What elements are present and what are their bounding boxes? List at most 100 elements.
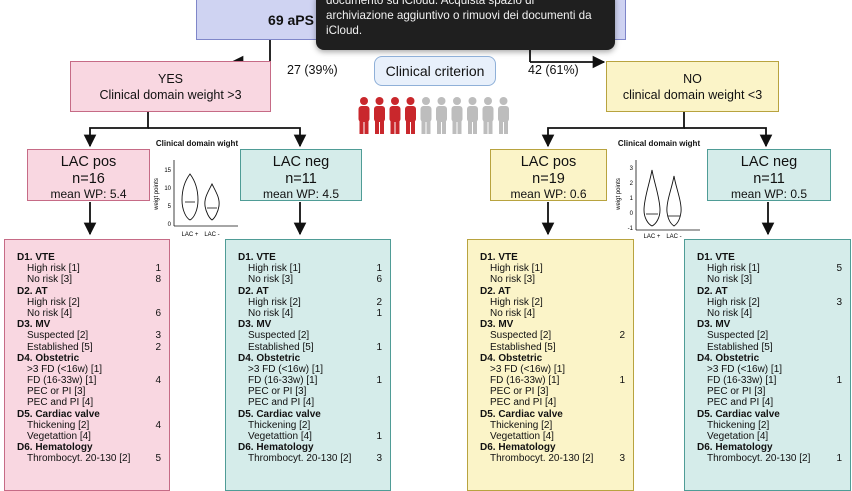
violin-right-title: Clinical domain wight bbox=[617, 139, 701, 148]
person-icon bbox=[374, 97, 385, 134]
violin-plot-right: weigt points 3 2 1 0 -1 LAC + LAC - bbox=[616, 160, 700, 240]
domain-header: D4. Obstetric bbox=[238, 353, 382, 364]
domain-item-value bbox=[370, 397, 382, 408]
violin-left-category: LAC - bbox=[204, 232, 219, 238]
domain-item: Suspected [2]3 bbox=[17, 330, 161, 341]
violin-right-shape-2 bbox=[666, 175, 682, 227]
domain-item-value bbox=[830, 274, 842, 285]
domain-item-value bbox=[149, 297, 161, 308]
domain-item-value: 4 bbox=[155, 375, 161, 387]
domain-header-label: D5. Cardiac valve bbox=[480, 408, 563, 420]
violin-plot-left: weigt points 15 10 5 0 LAC + LAC - bbox=[154, 160, 238, 238]
domain-item-value bbox=[370, 330, 382, 341]
domain-header: D1. VTE bbox=[238, 252, 382, 263]
domain-item-label: No risk [3] bbox=[27, 274, 73, 286]
arrow-yes-lacpos bbox=[83, 112, 149, 148]
right-branch-percentage: 42 (61%) bbox=[528, 63, 579, 77]
domain-item: Thrombocyt. 20-130 [2]1 bbox=[697, 453, 842, 464]
domain-header: D3. MV bbox=[17, 319, 161, 330]
domain-header: D4. Obstetric bbox=[697, 353, 842, 364]
domain-item: No risk [4] bbox=[697, 308, 842, 319]
domain-item-label: Thrombocyt. 20-130 [2] bbox=[490, 453, 594, 465]
arrow-no-lacneg bbox=[684, 127, 773, 148]
lac-box-3-wp: mean WP: 0.6 bbox=[510, 187, 587, 201]
domain-item-value bbox=[830, 364, 842, 375]
violin-left-ytick: 15 bbox=[164, 168, 171, 174]
domain-item-value: 1 bbox=[376, 375, 382, 387]
lac-box-1-title: LAC pos bbox=[60, 154, 117, 170]
domain-item: PEC or PI [3] bbox=[480, 386, 625, 397]
domain-item-label: Vegetattion [4] bbox=[248, 431, 312, 442]
domain-item-label: Thickening [2] bbox=[27, 419, 90, 431]
domain-item-label: No risk [3] bbox=[707, 274, 753, 286]
domain-item-value bbox=[830, 342, 842, 353]
domain-item: FD (16-33w) [1]1 bbox=[697, 375, 842, 386]
domain-item-label: PEC or PI [3] bbox=[490, 386, 549, 398]
lac-box-4: LAC neg n=11 mean WP: 0.5 bbox=[707, 149, 831, 201]
domain-item: No risk [3] bbox=[480, 274, 625, 285]
domain-item-value: 5 bbox=[836, 263, 842, 275]
domain-item: Vegetattion [4] bbox=[480, 431, 625, 442]
domain-item: PEC and PI [4] bbox=[238, 397, 382, 408]
domain-item: High risk [1] bbox=[480, 263, 625, 274]
domain-item-label: FD (16-33w) [1] bbox=[248, 375, 318, 387]
domain-header: D4. Obstetric bbox=[480, 353, 625, 364]
domain-item-value bbox=[613, 308, 625, 319]
domain-item-value: 3 bbox=[619, 453, 625, 465]
domain-item-label: PEC or PI [3] bbox=[707, 386, 766, 398]
domain-item-value bbox=[370, 364, 382, 375]
domain-item: Vegetation [4] bbox=[697, 431, 842, 442]
domain-item: Established [5]1 bbox=[238, 342, 382, 353]
domain-item: PEC and PI [4] bbox=[697, 397, 842, 408]
domain-header: D2. AT bbox=[480, 286, 625, 297]
domain-header-label: D4. Obstetric bbox=[238, 352, 301, 364]
domain-item: No risk [4]6 bbox=[17, 308, 161, 319]
yes-subtitle: Clinical domain weight >3 bbox=[99, 88, 242, 102]
domain-item: PEC and PI [4] bbox=[480, 397, 625, 408]
icloud-notification[interactable]: documento su iCloud. Acquista spazio di … bbox=[316, 0, 615, 50]
domain-item-value bbox=[613, 397, 625, 408]
domain-item-value bbox=[370, 420, 382, 431]
domain-item-label: PEC and PI [4] bbox=[490, 397, 557, 409]
arrow-yes-lacneg bbox=[148, 127, 307, 148]
domain-item-value: 6 bbox=[155, 307, 161, 319]
domain-item: Suspected [2] bbox=[697, 330, 842, 341]
domain-item-value bbox=[149, 364, 161, 375]
person-icon bbox=[467, 97, 478, 134]
domain-item: FD (16-33w) [1]1 bbox=[480, 375, 625, 386]
lac-box-4-wp: mean WP: 0.5 bbox=[730, 187, 808, 201]
violin-right-ytick: -1 bbox=[628, 226, 634, 232]
domain-item-label: High risk [2] bbox=[490, 296, 543, 308]
domain-header-label: D2. AT bbox=[697, 285, 728, 297]
domain-header: D5. Cardiac valve bbox=[480, 409, 625, 420]
domain-item: FD (16-33w) [1] 1 bbox=[238, 375, 382, 386]
domain-item-label: Thickening [2] bbox=[707, 419, 770, 431]
lac-box-1: LAC pos n=16 mean WP: 5.4 bbox=[27, 149, 150, 201]
domain-item-label: PEC or PI [3] bbox=[248, 386, 307, 398]
violin-right-ytick: 0 bbox=[630, 211, 634, 217]
domain-header-label: D5. Cardiac valve bbox=[697, 408, 780, 420]
domain-item-value: 1 bbox=[376, 431, 382, 442]
domain-item-value: 8 bbox=[155, 274, 161, 286]
domain-item-label: Established [5] bbox=[248, 341, 314, 353]
domain-item: Thickening [2] bbox=[697, 420, 842, 431]
domain-header-label: D1. VTE bbox=[480, 252, 518, 263]
person-icon bbox=[482, 97, 494, 134]
domain-item-value bbox=[830, 431, 842, 442]
violin-right-ytick: 1 bbox=[630, 196, 634, 202]
domain-item-value: 3 bbox=[155, 330, 161, 342]
domain-item-value bbox=[830, 330, 842, 341]
domain-item: >3 FD (<16w) [1] bbox=[480, 364, 625, 375]
domain-item-value: 3 bbox=[376, 453, 382, 465]
person-icon bbox=[358, 97, 370, 134]
domain-header: D6. Hematology bbox=[238, 442, 382, 453]
domain-item-label: Vegetation [4] bbox=[707, 431, 769, 442]
person-icon bbox=[405, 97, 416, 134]
domain-item-label: FD (16-33w) [1] bbox=[490, 375, 560, 387]
domain-header-label: D1. VTE bbox=[697, 252, 735, 263]
domain-item: >3 FD (<16w) [1] bbox=[17, 364, 161, 375]
yes-title: YES bbox=[157, 72, 183, 86]
domain-item-value bbox=[149, 431, 161, 442]
no-subtitle: clinical domain weight <3 bbox=[622, 88, 763, 102]
